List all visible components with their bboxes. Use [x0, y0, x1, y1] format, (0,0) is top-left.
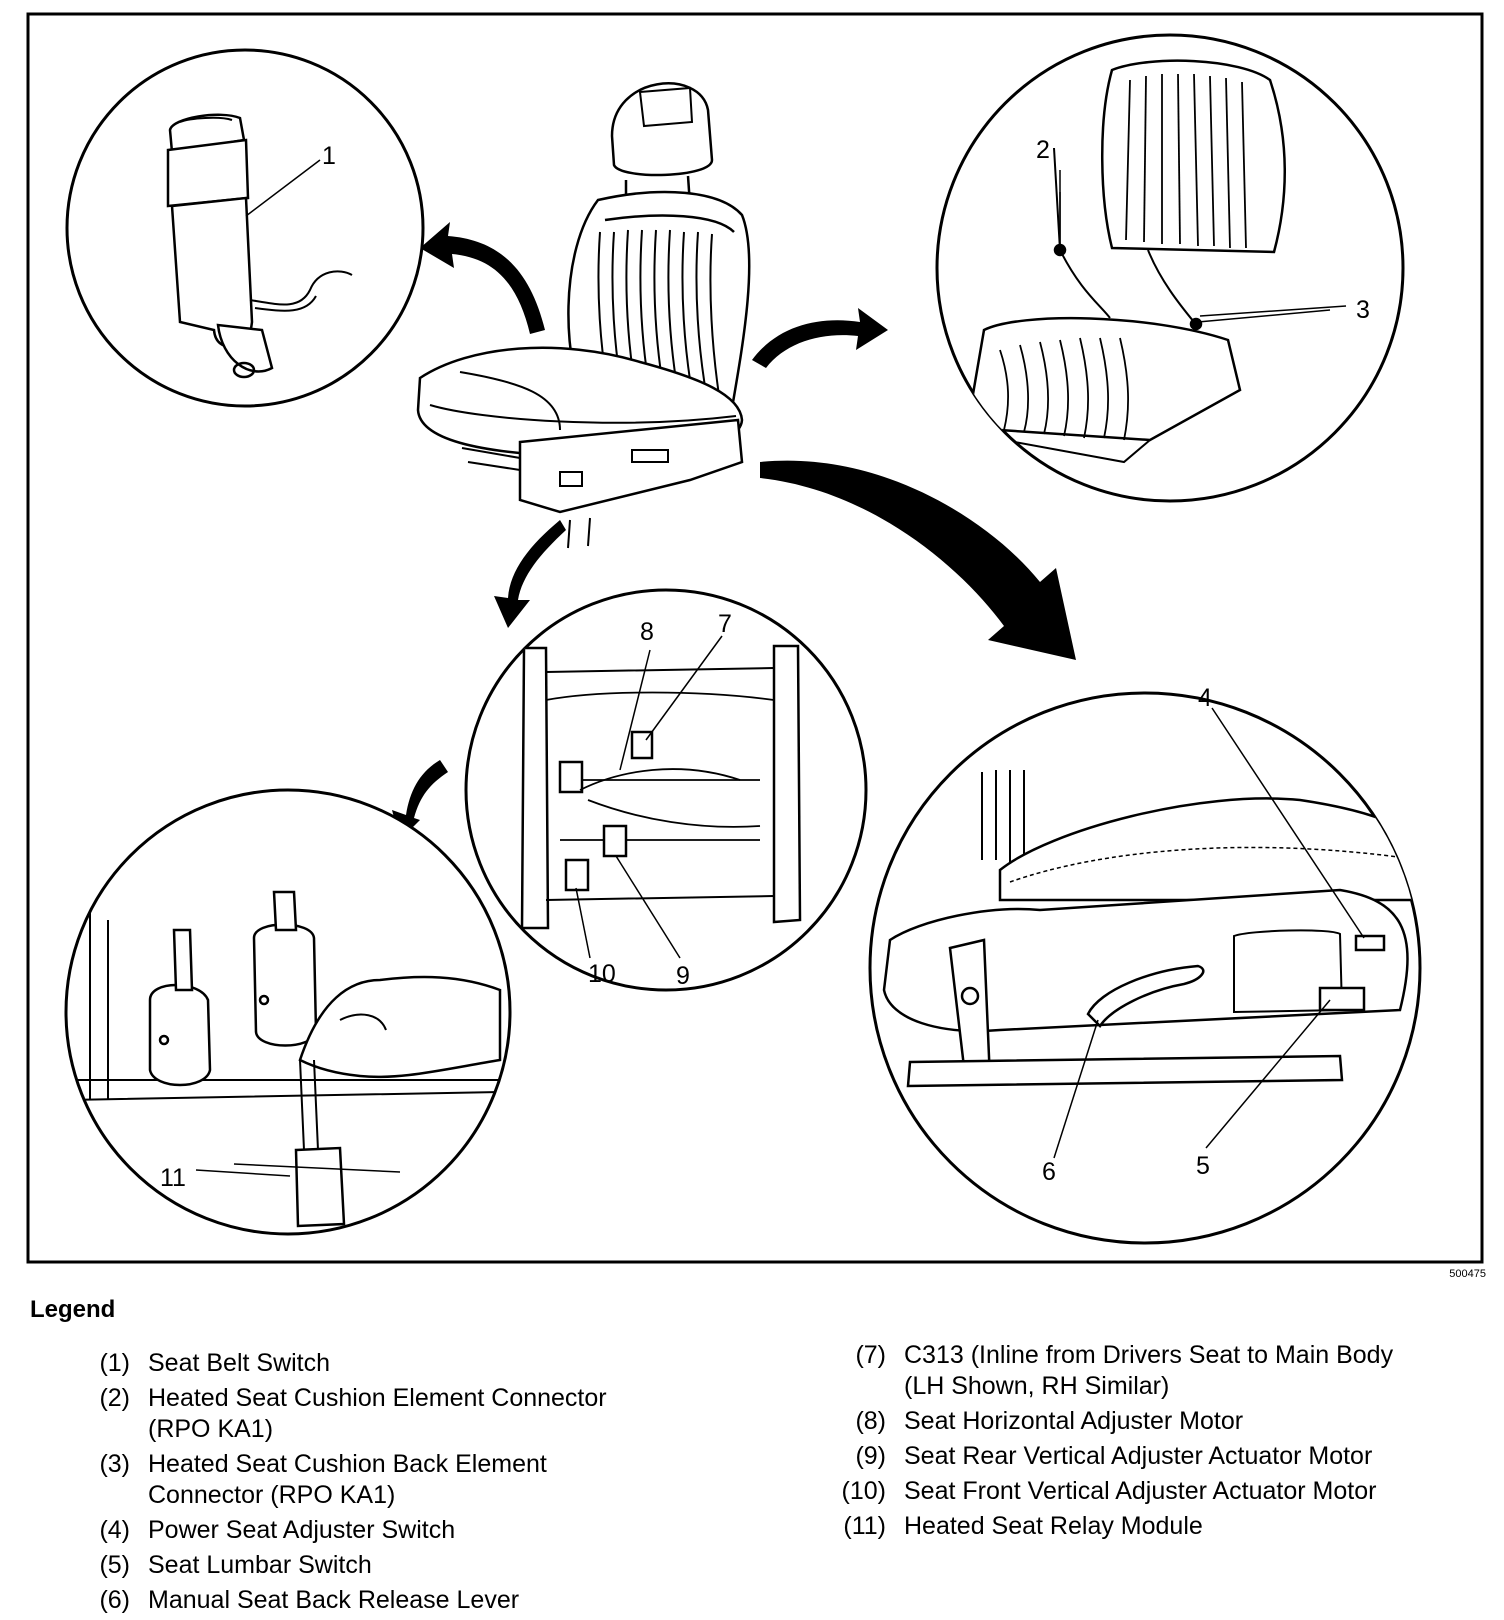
legend-item-number: (7) [855, 1341, 886, 1369]
callout-10: 10 [588, 960, 616, 988]
legend-item-number: (3) [99, 1450, 130, 1478]
seat-component-diagram: 1 2 3 4 5 6 7 8 9 10 11 [26, 12, 1484, 1264]
legend-item-number: (5) [99, 1551, 130, 1579]
legend-item-number: (4) [99, 1516, 130, 1544]
legend-item-text: Seat Front Vertical Adjuster Actuator Mo… [904, 1477, 1377, 1505]
diagram-frame [26, 12, 1484, 1264]
legend-item: (5) Seat Lumbar Switch [86, 1550, 607, 1581]
legend-item-text: Manual Seat Back Release Lever [148, 1586, 520, 1614]
legend-left-column: (1) Seat Belt Switch (2) Heated Seat Cushi… [86, 1348, 607, 1620]
legend-item: (7) C313 (Inline from Drivers Seat to Mai… [836, 1340, 1393, 1402]
legend-item-number: (10) [841, 1477, 886, 1505]
legend-item: (1) Seat Belt Switch [86, 1348, 607, 1379]
legend-item-number: (9) [855, 1442, 886, 1470]
legend-item-text: Heated Seat Cushion Back Element Connect… [148, 1450, 547, 1509]
legend-item: (2) Heated Seat Cushion Element Connector… [86, 1383, 607, 1445]
callout-8: 8 [640, 618, 654, 646]
legend-item: (11) Heated Seat Relay Module [836, 1511, 1393, 1542]
legend-item-number: (6) [99, 1586, 130, 1614]
legend-item-text: Power Seat Adjuster Switch [148, 1516, 456, 1544]
legend-item: (4) Power Seat Adjuster Switch [86, 1515, 607, 1546]
callout-6: 6 [1042, 1158, 1056, 1186]
legend-item: (8) Seat Horizontal Adjuster Motor [836, 1406, 1393, 1437]
legend-item: (6) Manual Seat Back Release Lever [86, 1585, 607, 1616]
legend-item: (3) Heated Seat Cushion Back Element Conn… [86, 1449, 607, 1511]
legend-title: Legend [30, 1296, 116, 1323]
legend-item-text: Seat Horizontal Adjuster Motor [904, 1407, 1244, 1435]
callout-2: 2 [1036, 136, 1050, 164]
legend-right-column: (7) C313 (Inline from Drivers Seat to Mai… [836, 1340, 1394, 1546]
legend-item-text: Seat Lumbar Switch [148, 1551, 372, 1579]
pointer-arrows [392, 222, 1076, 840]
legend-item-text: Heated Seat Relay Module [904, 1512, 1203, 1540]
legend-item-text: Heated Seat Cushion Element Connector (R… [148, 1384, 607, 1443]
legend-item: (9) Seat Rear Vertical Adjuster Actuator … [836, 1441, 1393, 1472]
callout-4: 4 [1198, 684, 1212, 712]
legend-item-number: (2) [99, 1384, 130, 1412]
legend-item-number: (1) [99, 1349, 130, 1377]
callout-leaders [245, 159, 1347, 317]
callout-5: 5 [1196, 1152, 1210, 1180]
figure-id: 500475 [1449, 1268, 1486, 1280]
legend-item-text: Seat Belt Switch [148, 1349, 331, 1377]
seat-illustration [416, 82, 751, 549]
callout-9: 9 [676, 962, 690, 990]
legend-item-text: Seat Rear Vertical Adjuster Actuator Mot… [904, 1442, 1373, 1470]
callout-7: 7 [718, 610, 732, 638]
legend-item-number: (8) [855, 1407, 886, 1435]
callout-3: 3 [1356, 296, 1370, 324]
callout-11: 11 [160, 1164, 186, 1192]
callout-1: 1 [322, 142, 336, 170]
legend-item-number: (11) [843, 1512, 886, 1540]
legend-item-text: C313 (Inline from Drivers Seat to Main B… [904, 1341, 1394, 1400]
legend-item: (10) Seat Front Vertical Adjuster Actuato… [836, 1476, 1393, 1507]
